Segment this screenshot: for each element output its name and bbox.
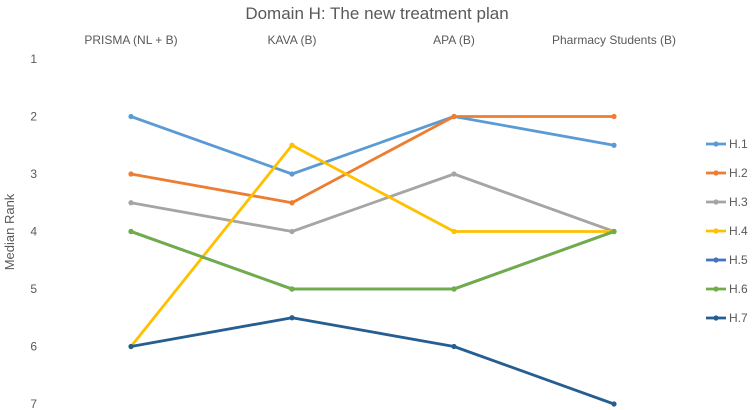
legend-item: H.7 [706, 311, 748, 325]
series-line [129, 143, 616, 348]
data-point [128, 171, 134, 177]
data-point [611, 142, 617, 148]
y-tick-label: 5 [30, 282, 37, 296]
legend-marker [713, 286, 719, 292]
chart-title: Domain H: The new treatment plan [245, 4, 508, 23]
series-line [129, 172, 616, 233]
legend-item: H.4 [706, 224, 748, 238]
legend-marker [713, 257, 719, 263]
data-point [128, 343, 134, 350]
series-lines [128, 113, 617, 407]
legend-label: H.5 [729, 253, 748, 267]
x-tick-labels: PRISMA (NL + B) KAVA (B) APA (B) Pharmacy S… [84, 33, 676, 47]
series-line [129, 230, 616, 291]
legend-item: H.3 [706, 195, 748, 209]
data-point [451, 171, 457, 177]
data-point [451, 343, 457, 350]
y-tick-label: 2 [30, 110, 37, 124]
legend-label: H.1 [729, 137, 748, 151]
data-point [611, 113, 617, 120]
series-line [129, 230, 616, 291]
y-tick-label: 6 [30, 340, 37, 354]
y-tick-label: 7 [30, 397, 37, 410]
legend-label: H.7 [729, 311, 748, 325]
legend-label: H.3 [729, 195, 748, 209]
data-point [289, 200, 295, 206]
legend-marker [713, 170, 719, 176]
data-point [289, 228, 295, 235]
x-tick-label: Pharmacy Students (B) [552, 33, 676, 47]
legend-label: H.4 [729, 224, 748, 238]
data-point [289, 315, 295, 321]
data-point [289, 286, 295, 292]
data-point [451, 113, 457, 120]
x-tick-label: KAVA (B) [268, 33, 317, 47]
x-tick-label: PRISMA (NL + B) [84, 33, 177, 47]
data-point [128, 200, 134, 206]
legend-item: H.5 [706, 253, 748, 267]
legend-item: H.1 [706, 137, 748, 151]
series-line [129, 115, 616, 205]
data-point [128, 113, 134, 120]
legend: H.1H.2H.3H.4H.5H.6H.7 [706, 137, 748, 325]
legend-marker [713, 199, 719, 205]
data-point [451, 228, 457, 235]
series-line [129, 115, 616, 176]
legend-label: H.6 [729, 282, 748, 296]
data-point [611, 228, 617, 235]
y-tick-label: 1 [30, 52, 37, 66]
series-line [129, 316, 616, 406]
series-H.2 [128, 113, 617, 206]
x-tick-label: APA (B) [433, 33, 475, 47]
y-tick-labels: 1 2 3 4 5 6 7 [30, 52, 37, 410]
series-H.4 [128, 142, 617, 350]
legend-marker [713, 228, 719, 234]
legend-item: H.6 [706, 282, 748, 296]
y-tick-label: 3 [30, 167, 37, 181]
legend-item: H.2 [706, 166, 748, 180]
data-point [289, 171, 295, 177]
series-H.3 [128, 171, 617, 235]
series-H.6 [128, 228, 617, 292]
legend-marker [713, 315, 719, 321]
legend-label: H.2 [729, 166, 748, 180]
data-point [451, 286, 457, 292]
series-H.1 [128, 113, 617, 177]
data-point [128, 228, 134, 235]
data-point [611, 401, 617, 407]
legend-marker [713, 141, 719, 147]
data-point [289, 142, 295, 148]
y-tick-label: 4 [30, 225, 37, 239]
y-axis-label: Median Rank [2, 193, 17, 270]
series-H.7 [128, 315, 617, 407]
